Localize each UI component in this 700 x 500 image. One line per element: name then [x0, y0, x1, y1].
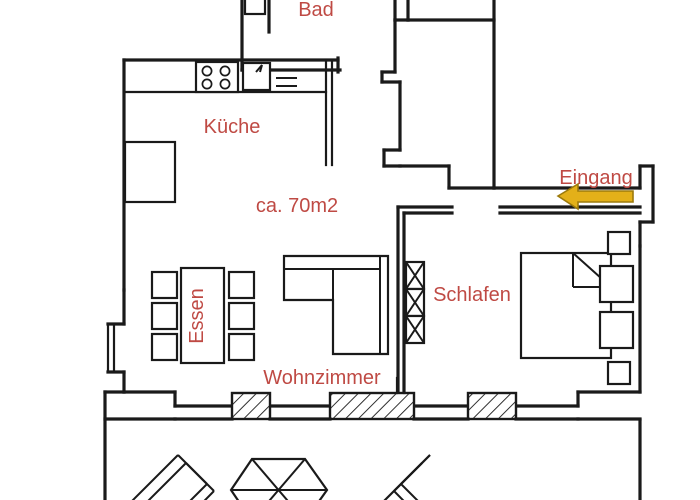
upper-right-walls	[380, 0, 655, 248]
dresser-icon-upper	[598, 264, 635, 304]
nightstand-icon-top	[606, 230, 632, 256]
balcony-chair-left-icon	[131, 454, 215, 500]
balcony-chair-right-icon	[383, 454, 431, 500]
area-note-label: ca. 70m2	[256, 195, 338, 217]
entrance-arrow-icon	[556, 182, 634, 211]
double-bed-icon	[519, 251, 613, 360]
fridge-cabinet-icon	[123, 140, 177, 204]
dining-chairs-left	[150, 270, 179, 362]
room-label-kueche: Küche	[204, 116, 261, 138]
room-label-wohnzimmer: Wohnzimmer	[263, 367, 381, 389]
bedroom-partition-walls	[396, 205, 642, 408]
sectional-sofa-icon	[282, 254, 390, 356]
balcony-pillars	[230, 391, 518, 421]
apartment-outer-walls	[106, 244, 642, 408]
room-label-bad: Bad	[298, 0, 334, 21]
kitchen-sink-icon	[241, 61, 297, 92]
wardrobe-closet-icon	[404, 260, 426, 345]
nightstand-icon-bottom	[606, 360, 632, 386]
balcony-railing	[103, 376, 642, 500]
bathtub-icon	[243, 0, 267, 16]
room-label-schlafen: Schlafen	[433, 284, 511, 306]
balcony-table-icon	[229, 457, 329, 500]
dining-table-icon	[179, 266, 226, 365]
room-label-essen: Essen	[186, 288, 208, 344]
stove-icon	[194, 60, 240, 94]
entrance-label: Eingang	[559, 167, 632, 189]
dresser-icon-lower	[598, 310, 635, 350]
dining-chairs-right	[227, 270, 256, 362]
